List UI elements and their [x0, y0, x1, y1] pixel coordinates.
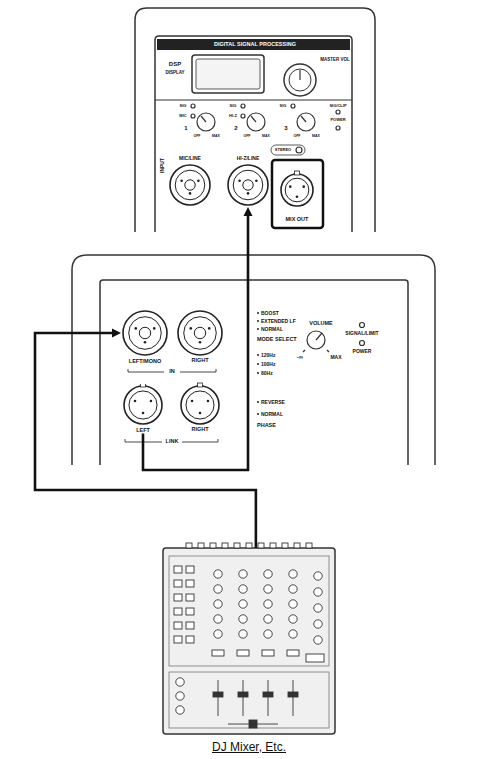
panel-label: MODE SELECT — [257, 337, 297, 343]
panel-label: 100Hz — [261, 362, 275, 367]
panel-label: NORMAL — [261, 412, 283, 417]
input-jack: LEFT — [122, 384, 164, 434]
panel-label: EXTENDED LF — [261, 319, 296, 324]
static-jacks — [170, 165, 313, 424]
panel-label: RIGHT — [191, 427, 208, 433]
master-knob — [284, 64, 316, 96]
panel-label: STEREO — [275, 148, 291, 152]
panel-label: MAX — [312, 135, 320, 139]
panel-label: -∞ — [297, 354, 303, 360]
dsp-display — [192, 55, 264, 93]
panel-label: LINK — [166, 439, 179, 445]
panel-label: REVERSE — [261, 400, 285, 405]
input-jack: HI-Z/LINE — [226, 156, 270, 207]
panel-label: SIG — [230, 104, 237, 108]
dj-mixer — [163, 543, 335, 734]
jack-outline — [122, 384, 164, 426]
panel-label: OFF — [244, 135, 251, 139]
panel-label: DSP — [169, 61, 181, 67]
panel-label: VOLUME — [309, 321, 333, 327]
panel-label: 120Hz — [261, 353, 275, 358]
panel-label: HI-Z — [229, 114, 237, 118]
panel-label: MAX — [330, 355, 341, 360]
panel-label: OFF — [294, 135, 301, 139]
panel-label: RIGHT — [191, 358, 208, 364]
panel-label: NORMAL — [261, 327, 283, 332]
panel-label: 3 — [284, 125, 287, 131]
panel-label: DIGITAL SIGNAL PROCESSING — [214, 42, 296, 48]
input-jack: LEFT/MONO — [121, 309, 169, 365]
panel-label: POWER — [330, 118, 345, 122]
panel-label: BOOST — [261, 311, 279, 316]
switch-bullets — [257, 312, 259, 415]
panel-label: DISPLAY — [165, 71, 184, 76]
device-caption: DJ Mixer, Etc. — [212, 740, 286, 754]
panel-label: SIG/CLIP — [329, 104, 346, 108]
panel-label: 1 — [184, 125, 187, 131]
jack-label: HI-Z/LINE — [237, 156, 260, 161]
panel-label: MAX — [212, 135, 220, 139]
speaker-housing — [135, 8, 375, 232]
panel-label: SIG — [180, 104, 187, 108]
header-bar — [157, 39, 350, 50]
panel-label: 80Hz — [261, 371, 273, 376]
subwoofer-housing — [72, 255, 435, 465]
dj-mixer-box: DJ Mixer, Etc. — [163, 548, 335, 754]
panel-label: SIG — [280, 104, 287, 108]
gain-knobs — [191, 104, 340, 155]
panel-label: MIC/LINE — [179, 156, 201, 161]
panel-label: MIC — [179, 114, 186, 118]
brackets — [125, 369, 218, 442]
mix-out-frame — [272, 160, 323, 228]
jack-label: LEFT/MONO — [129, 359, 161, 365]
panel-label: OFF — [194, 135, 201, 139]
jack-label: LEFT — [136, 428, 150, 434]
panel-label: MIX OUT — [286, 217, 309, 223]
panel-label: PHASE — [257, 423, 276, 429]
signal-cable — [35, 329, 256, 549]
panel-label: POWER — [353, 349, 372, 354]
jack-outline — [226, 163, 270, 207]
panel-label: MASTER VOL — [320, 58, 350, 63]
panel-label: IN — [169, 369, 175, 375]
panel-label: SIGNAL/LIMIT — [345, 331, 378, 336]
panel-label: MAX — [262, 135, 270, 139]
jack-outline — [121, 309, 169, 357]
panel-label: INPUT — [160, 158, 165, 173]
panel-label: 2 — [234, 125, 237, 131]
